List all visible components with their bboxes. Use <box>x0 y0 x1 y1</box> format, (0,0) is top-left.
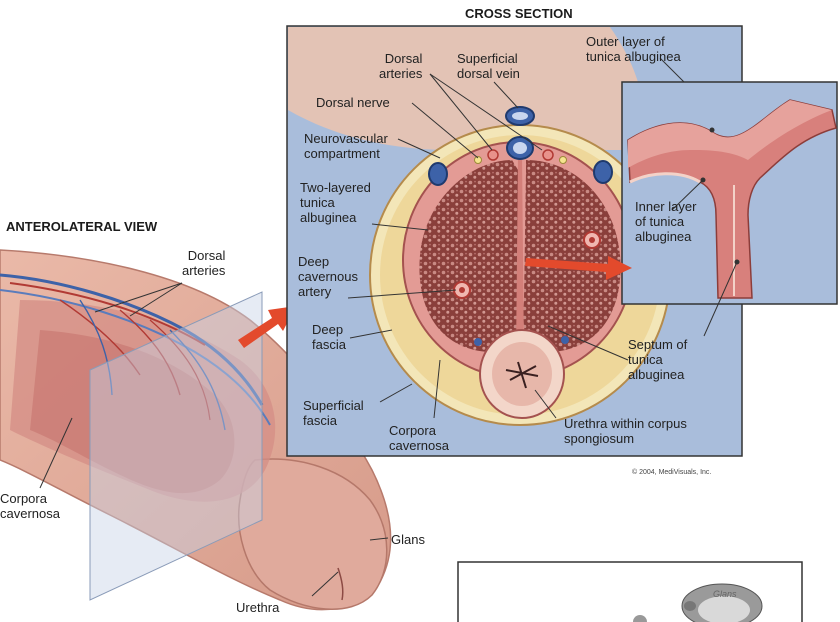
label-deep-fascia: Deep fascia <box>312 322 346 352</box>
label-deep-cavernous-artery: Deep cavernous artery <box>298 254 358 299</box>
label-dorsal-nerve: Dorsal nerve <box>316 95 390 110</box>
label-glans: Glans <box>391 532 425 547</box>
label-septum-tunica: Septum of tunica albuginea <box>628 337 687 382</box>
label-neurovascular-compartment: Neurovascular compartment <box>304 131 388 161</box>
label-urethra: Urethra <box>236 600 279 615</box>
label-two-layered-tunica: Two-layered tunica albuginea <box>300 180 371 225</box>
label-corpora-cavernosa-left: Corpora cavernosa <box>0 491 60 521</box>
copyright-credit: © 2004, MediVisuals, Inc. <box>632 465 711 480</box>
label-superficial-fascia: Superficial fascia <box>303 398 364 428</box>
heading-cross-section: CROSS SECTION <box>465 6 573 21</box>
label-corpora-cavernosa: Corpora cavernosa <box>389 423 449 453</box>
label-outer-layer-tunica: Outer layer of tunica albuginea <box>586 34 681 64</box>
label-dorsal-arteries-left: Dorsal arteries <box>182 248 225 278</box>
label-inner-layer-tunica: Inner layer of tunica albuginea <box>635 199 696 244</box>
label-dorsal-arteries: Dorsal arteries <box>379 51 422 81</box>
bottom-inset <box>458 562 802 622</box>
label-superficial-dorsal-vein: Superficial dorsal vein <box>457 51 520 81</box>
label-glans-small: Glans <box>713 587 737 602</box>
heading-anterolateral-view: ANTEROLATERAL VIEW <box>6 219 157 234</box>
label-urethra-within-spongiosum: Urethra within corpus spongiosum <box>564 416 687 446</box>
